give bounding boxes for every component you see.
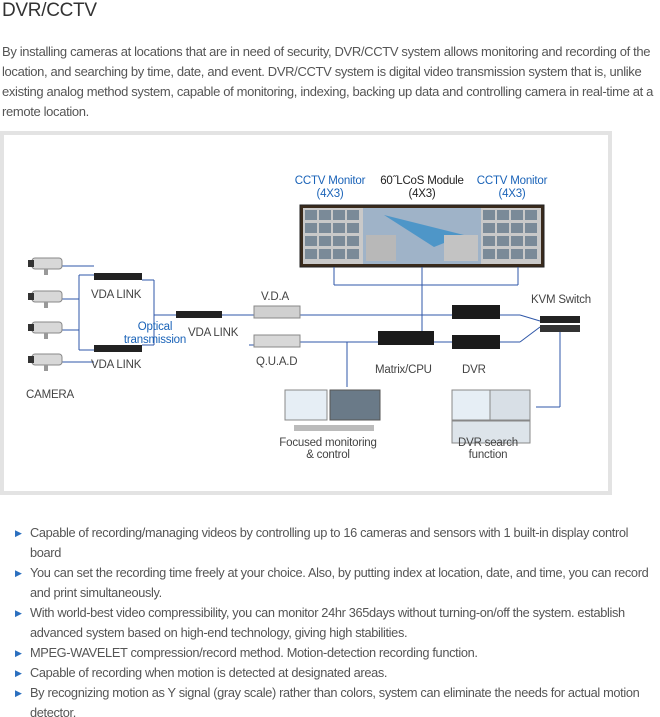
vda-link-bottom-label: VDA LINK bbox=[91, 359, 142, 371]
vda-link-mid-label: VDA LINK bbox=[188, 327, 239, 339]
camera-group bbox=[28, 257, 63, 371]
cctv-monitor-right-line2: (4X3) bbox=[498, 188, 526, 200]
feature-text: MPEG-WAVELET compression/record method. … bbox=[30, 645, 478, 660]
feature-text: By recognizing motion as Y signal (gray … bbox=[30, 685, 640, 717]
feature-item: ▶ With world-best video compressibility, … bbox=[14, 603, 654, 643]
triangle-right-icon: ▶ bbox=[15, 528, 22, 538]
vda-link-top-device bbox=[94, 273, 142, 280]
feature-item: ▶ By recognizing motion as Y signal (gray… bbox=[14, 683, 654, 717]
triangle-right-icon: ▶ bbox=[15, 668, 22, 678]
diagram-canvas bbox=[28, 204, 580, 444]
optical-line1: Optical bbox=[137, 321, 173, 333]
vda-device bbox=[253, 305, 301, 319]
vda-label: V.D.A bbox=[261, 291, 289, 303]
triangle-right-icon: ▶ bbox=[15, 648, 22, 658]
focused-line1: Focused monitoring bbox=[279, 437, 377, 449]
feature-text: With world-best video compressibility, y… bbox=[30, 605, 625, 640]
triangle-right-icon: ▶ bbox=[15, 688, 22, 698]
dvr-search-line1: DVR search bbox=[458, 437, 518, 449]
triangle-right-icon: ▶ bbox=[15, 568, 22, 578]
quad-label: Q.U.A.D bbox=[256, 356, 298, 368]
dvr-device-bottom bbox=[452, 335, 500, 349]
cctv-monitor-left-line1: CCTV Monitor bbox=[294, 175, 366, 187]
focused-line2: & control bbox=[306, 449, 350, 461]
quad-device bbox=[253, 334, 301, 348]
feature-item: ▶ Capable of recording/managing videos by… bbox=[14, 523, 654, 563]
feature-item: ▶ MPEG-WAVELET compression/record method.… bbox=[14, 643, 654, 663]
lcos-module-label: 60˝LCoS Module (4X3) bbox=[374, 175, 470, 201]
cctv-monitor-right-label: CCTV Monitor (4X3) bbox=[474, 175, 550, 201]
dvr-label: DVR bbox=[462, 364, 486, 376]
vda-link-mid-device bbox=[176, 311, 222, 318]
system-diagram: CCTV Monitor (4X3) 60˝LCoS Module (4X3) … bbox=[0, 131, 612, 495]
monitor-tiles bbox=[305, 210, 537, 259]
dvr-search-workstation bbox=[451, 389, 531, 444]
dvr-device-top bbox=[452, 305, 500, 319]
matrix-cpu-label: Matrix/CPU bbox=[375, 364, 432, 376]
vda-link-bottom-device bbox=[94, 345, 142, 352]
optical-line2: transmission bbox=[123, 334, 187, 346]
camera-label: CAMERA bbox=[26, 389, 75, 401]
feature-text: You can set the recording time freely at… bbox=[30, 565, 649, 600]
cctv-monitor-left-label: CCTV Monitor (4X3) bbox=[292, 175, 368, 201]
kvm-switch-device-1 bbox=[540, 316, 580, 323]
dvr-search-label: DVR search function bbox=[448, 437, 528, 461]
feature-item: ▶ You can set the recording time freely a… bbox=[14, 563, 654, 603]
focused-monitoring-label: Focused monitoring & control bbox=[270, 437, 386, 461]
lcos-module-line2: (4X3) bbox=[408, 188, 436, 200]
devices bbox=[94, 273, 580, 352]
kvm-switch-label: KVM Switch bbox=[531, 294, 591, 306]
feature-item: ▶ Capable of recording when motion is det… bbox=[14, 663, 654, 683]
matrix-cpu-device bbox=[378, 331, 434, 345]
lcos-module-line1: 60˝LCoS Module bbox=[380, 175, 464, 187]
video-wall bbox=[299, 204, 545, 268]
feature-list: ▶ Capable of recording/managing videos by… bbox=[14, 523, 654, 717]
intro-paragraph: By installing cameras at locations that … bbox=[2, 44, 654, 119]
kvm-switch-device-2 bbox=[540, 325, 580, 332]
feature-text: Capable of recording when motion is dete… bbox=[30, 665, 388, 680]
feature-text: Capable of recording/managing videos by … bbox=[30, 525, 629, 560]
dvr-search-line2: function bbox=[468, 449, 508, 461]
triangle-right-icon: ▶ bbox=[15, 608, 22, 618]
cctv-monitor-left-line2: (4X3) bbox=[316, 188, 344, 200]
focused-monitoring-workstation bbox=[284, 389, 381, 431]
vda-link-top-label: VDA LINK bbox=[91, 289, 142, 301]
page-title: DVR/CCTV bbox=[2, 0, 97, 21]
optical-transmission-label: Optical transmission bbox=[122, 321, 188, 347]
cctv-monitor-right-line1: CCTV Monitor bbox=[476, 175, 548, 187]
